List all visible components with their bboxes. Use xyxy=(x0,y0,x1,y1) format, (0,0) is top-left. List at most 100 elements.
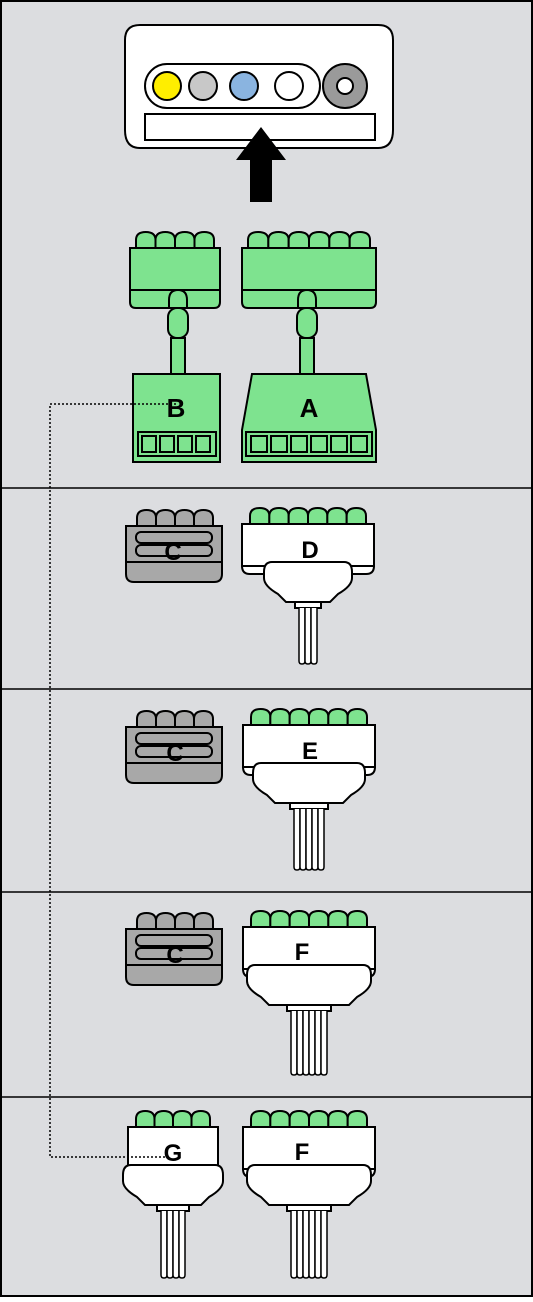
b-cable xyxy=(170,337,186,375)
b-socket-slot xyxy=(159,435,175,453)
connector-f-2-wire xyxy=(314,1211,322,1279)
connector-f-2 xyxy=(241,1109,377,1279)
connector-f-2-wire xyxy=(320,1211,328,1279)
connector-f-1 xyxy=(241,909,377,1076)
pin xyxy=(308,707,330,725)
monitor-device xyxy=(124,24,394,149)
connector-b-assembly xyxy=(129,230,221,463)
connector-f-1-wire xyxy=(308,1011,316,1076)
arrow-shape xyxy=(236,127,286,202)
pin xyxy=(326,506,348,524)
connector-g-wire xyxy=(166,1211,174,1279)
connector-c-3-slot-top xyxy=(135,934,213,947)
pin xyxy=(155,911,176,929)
connector-f-1-wire xyxy=(296,1011,304,1076)
pin xyxy=(136,911,157,929)
pin xyxy=(268,506,290,524)
connector-g xyxy=(122,1109,224,1279)
pin xyxy=(247,230,270,248)
pin xyxy=(327,1109,349,1127)
pin xyxy=(288,1109,310,1127)
pin xyxy=(193,508,214,526)
connector-f-2-wire xyxy=(308,1211,316,1279)
pin xyxy=(287,506,309,524)
connector-g-wire xyxy=(160,1211,168,1279)
connector-g-collar xyxy=(156,1204,190,1212)
pin xyxy=(348,230,371,248)
connector-f-2-wire xyxy=(302,1211,310,1279)
pin xyxy=(308,1109,330,1127)
connector-c-2-slot-bottom xyxy=(135,745,213,758)
a-socket-slot xyxy=(350,435,368,453)
pin xyxy=(345,506,367,524)
pin xyxy=(193,709,214,727)
pin xyxy=(288,707,310,725)
connector-e xyxy=(241,707,377,871)
a-socket-slot xyxy=(270,435,288,453)
pin xyxy=(155,709,176,727)
pin xyxy=(287,230,310,248)
a-top-plug xyxy=(241,247,377,309)
pin xyxy=(193,911,214,929)
label-b: B xyxy=(167,393,186,423)
connector-e-wire xyxy=(311,809,319,871)
connector-d-boot xyxy=(263,561,353,603)
pin xyxy=(288,909,310,927)
connector-e-wire xyxy=(305,809,313,871)
label-c-2: C xyxy=(166,740,183,767)
label-g: G xyxy=(164,1140,183,1167)
pin xyxy=(174,709,195,727)
connector-e-wire xyxy=(317,809,325,871)
pin xyxy=(174,911,195,929)
connector-g-wire xyxy=(178,1211,186,1279)
pin xyxy=(174,230,196,248)
pin xyxy=(136,709,157,727)
connector-c-1 xyxy=(125,508,223,583)
connector-f-2-wire xyxy=(296,1211,304,1279)
connector-c-3-slot-bottom xyxy=(135,947,213,960)
a-socket-slot xyxy=(310,435,328,453)
connector-a-assembly xyxy=(241,230,377,463)
connector-e-wire xyxy=(299,809,307,871)
a-neck xyxy=(297,288,317,309)
pin xyxy=(250,1109,272,1127)
port-4 xyxy=(274,71,304,101)
a-socket-slot xyxy=(330,435,348,453)
label-f-1: F xyxy=(295,939,310,966)
connector-d-wire xyxy=(310,608,318,665)
a-socket-slot xyxy=(250,435,268,453)
connector-d-wire xyxy=(304,608,312,665)
b-strain-relief xyxy=(167,307,189,339)
pin xyxy=(346,909,368,927)
part-labels: A B C D C E C F G F xyxy=(164,393,319,1167)
pin xyxy=(269,1109,291,1127)
b-socket-slot xyxy=(141,435,157,453)
pin xyxy=(135,1109,156,1127)
pin xyxy=(307,506,329,524)
connector-f-2-boot xyxy=(246,1164,372,1206)
connector-f-1-wire xyxy=(302,1011,310,1076)
pin xyxy=(269,909,291,927)
connector-e-wire xyxy=(293,809,301,871)
pin xyxy=(155,508,176,526)
label-f-2: F xyxy=(295,1139,310,1166)
connector-f-1-wire xyxy=(320,1011,328,1076)
connector-g-wire xyxy=(172,1211,180,1279)
pin xyxy=(250,909,272,927)
connector-f-1-wire xyxy=(290,1011,298,1076)
connector-c-1-slot-top xyxy=(135,531,213,544)
pin xyxy=(346,1109,368,1127)
pin xyxy=(135,230,157,248)
port-3 xyxy=(229,71,259,101)
a-strain-relief xyxy=(296,307,318,339)
up-arrow xyxy=(236,127,286,202)
connector-f-2-collar xyxy=(286,1204,332,1212)
connector-d-collar xyxy=(294,601,322,609)
b-socket-slot xyxy=(177,435,193,453)
a-socket-slot xyxy=(290,435,308,453)
connector-c-2 xyxy=(125,709,223,784)
